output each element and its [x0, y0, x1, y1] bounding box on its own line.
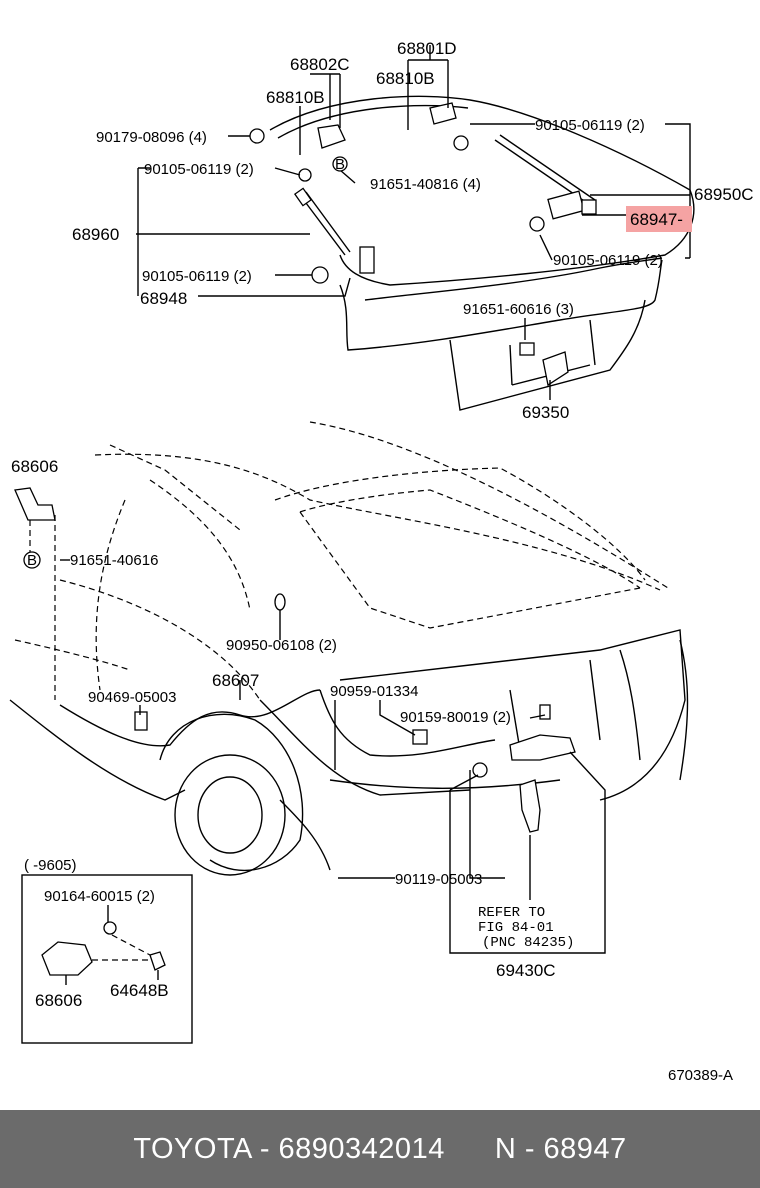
inset-box — [21, 874, 193, 1044]
label-68810B-left: 68810B — [266, 88, 325, 107]
label-68810B-right: 68810B — [376, 69, 435, 88]
back-door-assembly — [136, 45, 695, 411]
refer-line-1: REFER TO — [478, 905, 545, 921]
label-90959: 90959-01334 — [330, 683, 418, 700]
label-90469: 90469-05003 — [88, 689, 176, 706]
highlight-box — [626, 206, 692, 232]
label-90159: 90159-80019 (2) — [400, 709, 511, 726]
hinge-left — [317, 124, 346, 149]
refer-line-3: (PNC 84235) — [482, 935, 574, 951]
inset-date-range: ( -9605) — [24, 857, 77, 874]
label-68948: 68948 — [140, 289, 187, 308]
label-90105-b: 90105-06119 (2) — [535, 117, 645, 134]
label-68950C: 68950C — [694, 185, 754, 204]
label-90105-a: 90105-06119 (2) — [144, 161, 254, 178]
hinge-right — [429, 102, 457, 125]
label-68801D: 68801D — [397, 39, 457, 58]
bolt-mark-b-top: B — [335, 156, 345, 173]
footer-part-number: TOYOTA - 6890342014 — [133, 1132, 445, 1165]
label-68606-inset: 68606 — [35, 991, 82, 1010]
label-68606-main: 68606 — [11, 457, 58, 476]
bolt-mark-b: B — [27, 552, 37, 569]
label-90179: 90179-08096 (4) — [96, 129, 207, 146]
label-68947: 68947- — [630, 210, 683, 229]
label-91651-60616: 91651-60616 (3) — [463, 301, 574, 318]
diagram-reference-code: 670389-A — [668, 1067, 733, 1084]
label-90119: 90119-05003 — [395, 871, 482, 888]
callout-labels: 68801D 68802C 68810B 68810B 90179-08096 … — [11, 39, 754, 1084]
label-90105-d: 90105-06119 (2) — [553, 252, 663, 269]
refer-line-2: FIG 84-01 — [478, 920, 554, 936]
label-90105-c: 90105-06119 (2) — [142, 268, 252, 285]
rear-latch — [509, 734, 576, 761]
footer-pnc: N - 68947 — [494, 1132, 627, 1165]
label-68802C: 68802C — [290, 55, 350, 74]
parts-diagram: B 68801D 68802C — [9, 39, 754, 1084]
label-69350: 69350 — [522, 403, 569, 422]
label-90164: 90164-60015 (2) — [44, 888, 155, 905]
vehicle-body: B — [9, 421, 689, 954]
label-69430C: 69430C — [496, 961, 556, 980]
label-91651-40616: 91651-40616 — [70, 552, 158, 569]
label-91651-40816: 91651-40816 (4) — [370, 176, 481, 193]
part-footer-bar: TOYOTA - 6890342014 N - 68947 — [0, 1110, 760, 1188]
label-90950: 90950-06108 (2) — [226, 637, 337, 654]
opener-lever — [14, 487, 56, 521]
label-68960: 68960 — [72, 225, 119, 244]
label-64648B: 64648B — [110, 981, 169, 1000]
label-68607: 68607 — [212, 671, 259, 690]
